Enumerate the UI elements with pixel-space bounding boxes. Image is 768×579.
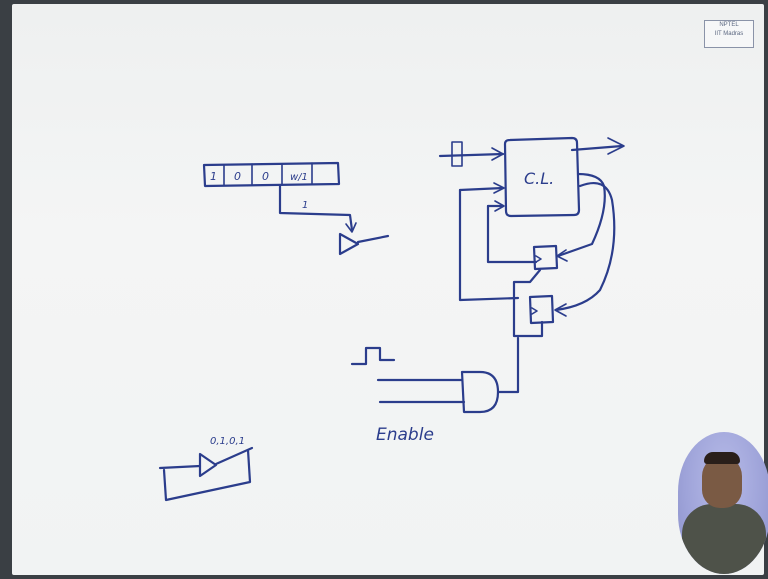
register-tap: 1	[280, 186, 388, 254]
output-wire	[572, 146, 622, 150]
sr-input-wire	[160, 466, 200, 468]
presenter-torso	[682, 504, 766, 574]
buffer-output-wire	[358, 236, 388, 242]
tap-label: 1	[302, 200, 308, 211]
second-input-wire	[460, 188, 503, 190]
input-wire	[440, 154, 503, 156]
and-gate-icon	[462, 372, 498, 412]
flip-flop-1	[534, 174, 605, 269]
presenter-webcam	[678, 432, 768, 574]
register-cell-0: 1	[210, 170, 217, 183]
sr-output-wire	[216, 448, 252, 464]
buffer-triangle-icon	[200, 454, 216, 476]
tap-wire	[280, 186, 352, 230]
ff2-clock-wire	[514, 298, 542, 336]
register-cell-1: 0	[234, 170, 241, 183]
register-cell-3: w/1	[290, 172, 308, 183]
shift-register-sketch: 0,1,0,1	[160, 436, 252, 500]
ff2-to-ff1-wire	[514, 270, 540, 298]
clock-gating: Enable	[352, 338, 518, 445]
ff1-output-wire	[488, 206, 536, 262]
input-box	[452, 142, 462, 166]
presenter-hair	[704, 452, 740, 464]
cl-label: C.L.	[524, 169, 554, 188]
ff2-clock-mark	[532, 308, 537, 314]
square-pulse-icon	[352, 348, 394, 364]
buffer-triangle-icon	[340, 234, 358, 254]
enable-label: Enable	[376, 425, 434, 445]
sequence-label: 0,1,0,1	[210, 436, 245, 447]
and-output-wire	[498, 338, 518, 392]
combinational-logic: C.L.	[440, 138, 624, 300]
register: 1 0 0 w/1	[204, 163, 339, 186]
ff1-clock-mark	[536, 256, 541, 262]
register-cell-2: 0	[262, 170, 269, 183]
